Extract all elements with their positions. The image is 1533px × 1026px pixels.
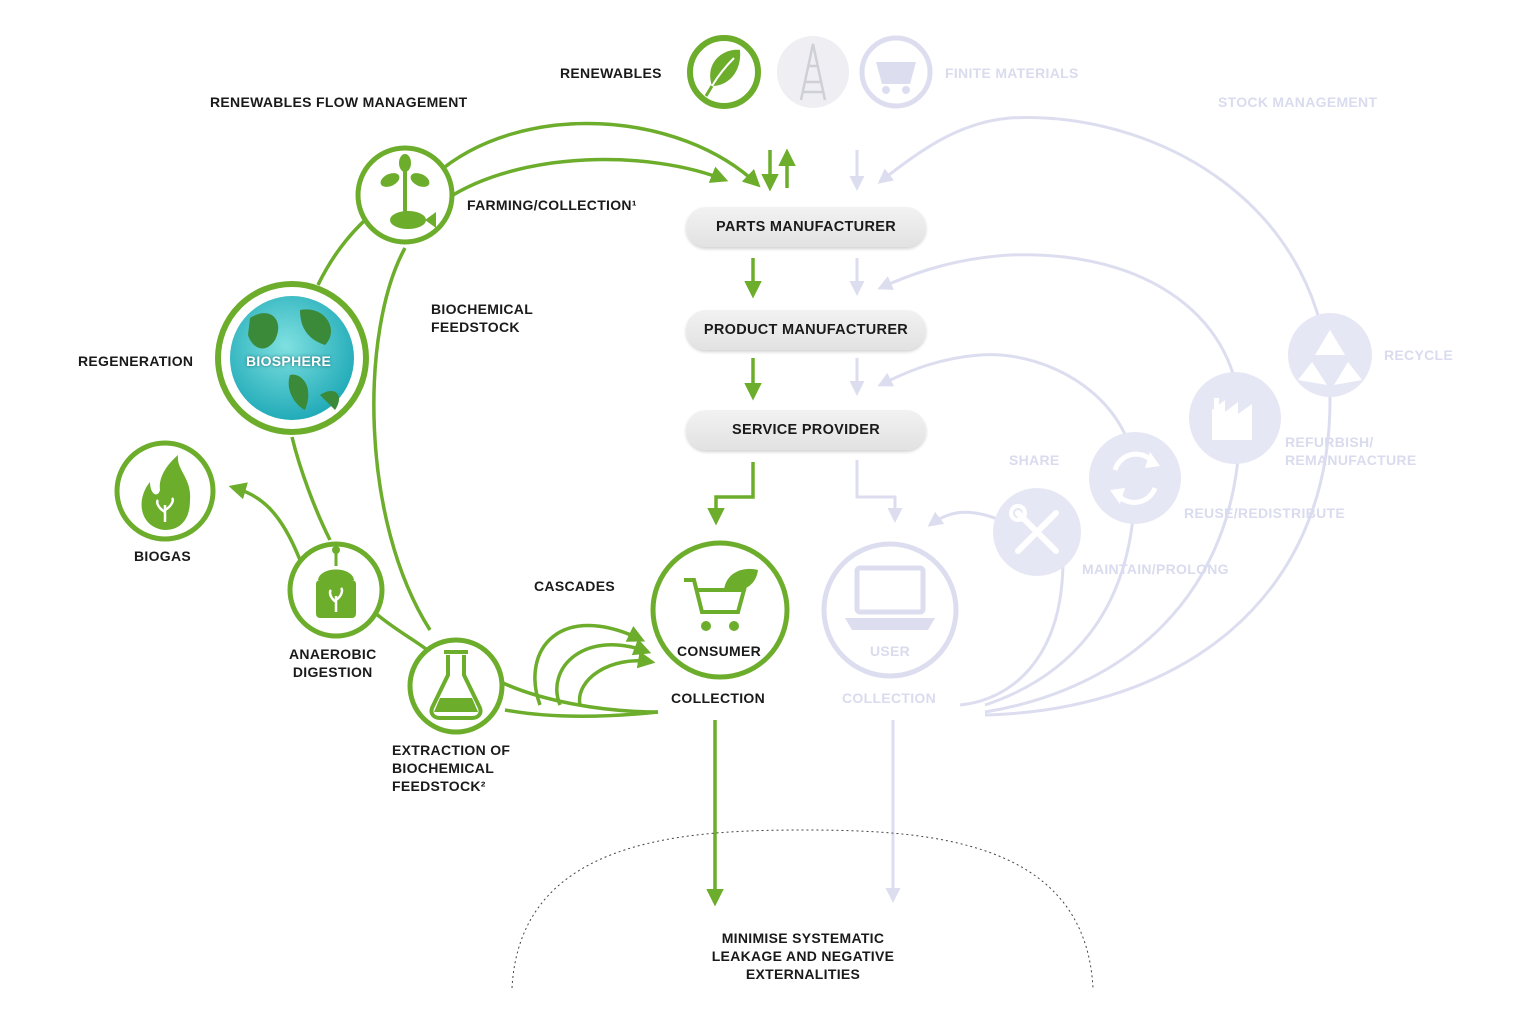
biosphere-label: BIOSPHERE (246, 353, 332, 369)
biochemical-feedstock-label: BIOCHEMICAL FEEDSTOCK (431, 301, 534, 335)
maintain-prolong-label: MAINTAIN/PROLONG (1082, 561, 1229, 577)
biogas-label: BIOGAS (134, 548, 192, 564)
oil-derrick-icon (777, 36, 849, 108)
product-manufacturer-box: PRODUCT MANUFACTURER (686, 310, 926, 350)
stock-management-label: STOCK MANAGEMENT (1218, 94, 1378, 110)
mine-cart-icon (859, 35, 933, 109)
renewables-flow-management-label: RENEWABLES FLOW MANAGEMENT (210, 94, 468, 110)
refurbish-label: REFURBISH/ REMANUFACTURE (1285, 434, 1417, 468)
renewables-label: RENEWABLES (560, 65, 662, 81)
consumer-label: CONSUMER (677, 643, 762, 659)
technical-collection-label: COLLECTION (842, 690, 936, 706)
technical-cycle (849, 116, 1332, 903)
collection-label: COLLECTION (671, 690, 765, 706)
finite-materials-label: FINITE MATERIALS (945, 65, 1079, 81)
recycle-icon (1288, 313, 1372, 397)
extraction-label: EXTRACTION OF BIOCHEMICAL FEEDSTOCK² (392, 742, 511, 794)
leaf-plug-icon (687, 35, 761, 109)
user-label: USER (870, 643, 911, 659)
cascades-label: CASCADES (534, 578, 615, 594)
cart-leaf-icon (650, 540, 790, 680)
recycle-label: RECYCLE (1384, 347, 1453, 363)
reuse-redistribute-label: REUSE/REDISTRIBUTE (1184, 505, 1345, 521)
factory-icon (1189, 372, 1281, 464)
laptop-icon (821, 541, 959, 679)
cycle-arrows-icon (1089, 432, 1181, 524)
flame-icon (114, 440, 216, 542)
wrench-screwdriver-icon (993, 488, 1081, 576)
service-provider-box: SERVICE PROVIDER (686, 410, 926, 450)
plant-fish-icon (355, 145, 455, 245)
parts-manufacturer-box: PARTS MANUFACTURER (686, 207, 926, 247)
farming-collection-label: FARMING/COLLECTION¹ (467, 197, 637, 213)
leakage-boundary (511, 829, 1094, 989)
digester-icon (287, 541, 385, 639)
regeneration-label: REGENERATION (78, 353, 194, 369)
anaerobic-digestion-label: ANAEROBIC DIGESTION (289, 646, 377, 680)
leakage-label: MINIMISE SYSTEMATIC LEAKAGE AND NEGATIVE… (711, 930, 895, 982)
share-label: SHARE (1009, 452, 1060, 468)
biological-cycle (228, 121, 796, 907)
flask-icon (407, 637, 505, 735)
globe-icon (215, 281, 369, 435)
